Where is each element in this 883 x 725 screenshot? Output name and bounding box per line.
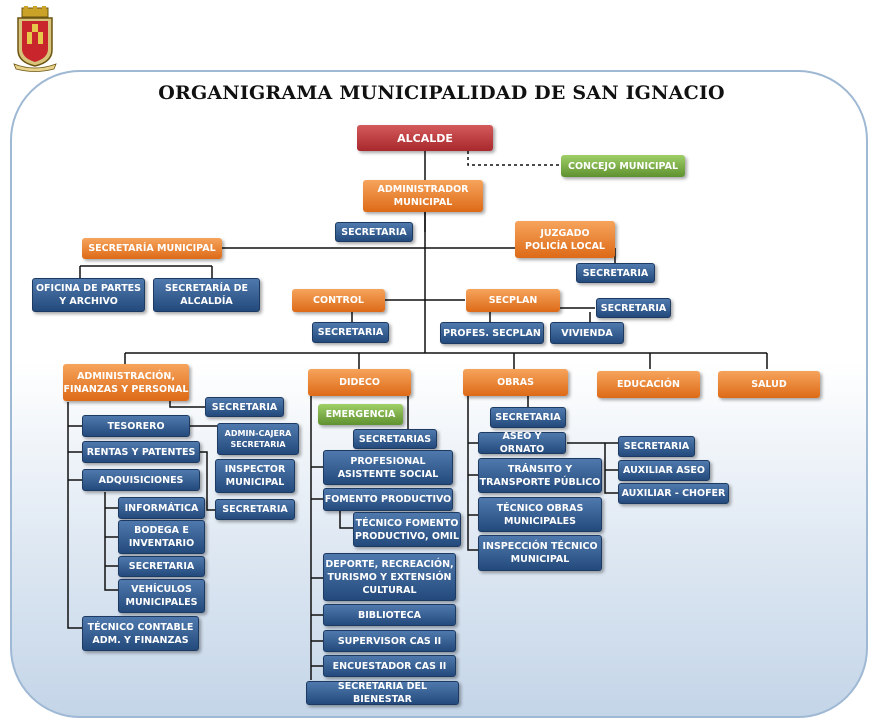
encuestador-cas-node: ENCUESTADOR CAS II (323, 655, 456, 677)
secplan-node: SECPLAN (466, 289, 560, 312)
bodega-inventario-node: BODEGA E INVENTARIO (118, 520, 205, 554)
page-title: ORGANIGRAMA MUNICIPALIDAD DE SAN IGNACIO (158, 82, 725, 104)
profes-secplan-node: PROFES. SECPLAN (440, 322, 544, 344)
auxiliar-chofer-node: AUXILIAR - CHOFER (618, 483, 729, 504)
adm-finanzas-secretaria-node: SECRETARIA (205, 397, 284, 417)
inspeccion-tecnico-node: INSPECCIÓN TÉCNICO MUNICIPAL (478, 535, 602, 571)
obras-secretaria-node: SECRETARIA (490, 407, 566, 428)
vivienda-node: VIVIENDA (550, 322, 624, 344)
adquisiciones-node: ADQUISICIONES (82, 469, 200, 491)
alcalde-node: ALCALDE (357, 125, 493, 151)
supervisor-cas-node: SUPERVISOR CAS II (323, 630, 456, 652)
tecnico-fomento-omil-node: TÉCNICO FOMENTO PRODUCTIVO, OMIL (353, 512, 461, 547)
educacion-node: EDUCACIÓN (597, 371, 700, 398)
oficina-partes-node: OFICINA DE PARTES Y ARCHIVO (32, 278, 145, 312)
inspector-secretaria-node: SECRETARIA (215, 499, 295, 520)
tesorero-node: TESORERO (82, 415, 190, 437)
profesional-asistente-social-node: PROFESIONAL ASISTENTE SOCIAL (323, 450, 453, 485)
deporte-recreacion-node: DEPORTE, RECREACIÓN, TURISMO Y EXTENSIÓN… (323, 553, 456, 601)
rentas-patentes-node: RENTAS Y PATENTES (82, 441, 200, 463)
dideco-secretarias-node: SECRETARIAS (353, 429, 437, 449)
dideco-node: DIDECO (308, 369, 411, 396)
vehiculos-municipales-node: VEHÍCULOS MUNICIPALES (118, 579, 205, 613)
concejo-municipal-node: CONCEJO MUNICIPAL (561, 155, 685, 177)
aseo-secretaria-node: SECRETARIA (618, 436, 695, 457)
admin-cajera-node: ADMIN-CAJERA SECRETARIA (217, 423, 299, 455)
obras-node: OBRAS (463, 369, 568, 396)
aseo-ornato-node: ASEO Y ORNATO (478, 431, 566, 455)
administrador-municipal-node: ADMINISTRADOR MUNICIPAL (363, 180, 483, 212)
tecnico-contable-node: TÉCNICO CONTABLE ADM. Y FINANZAS (82, 616, 199, 651)
secplan-secretaria-node: SECRETARIA (596, 298, 671, 318)
emergencia-node: EMERGENCIA (318, 404, 403, 425)
secretaria-municipal-node: SECRETARÍA MUNICIPAL (82, 238, 222, 259)
adquisiciones-secretaria-node: SECRETARIA (118, 556, 205, 577)
auxiliar-aseo-node: AUXILIAR ASEO (618, 460, 710, 481)
municipal-coat-of-arms-logo (12, 6, 58, 72)
secretaria-bienestar-node: SECRETARIA DEL BIENESTAR (306, 681, 459, 705)
administrador-secretaria-node: SECRETARIA (335, 222, 413, 242)
biblioteca-node: BIBLIOTECA (323, 604, 456, 626)
control-secretaria-node: SECRETARIA (312, 322, 389, 343)
control-node: CONTROL (292, 289, 385, 312)
transito-transporte-node: TRÁNSITO Y TRANSPORTE PÚBLICO (478, 458, 602, 493)
inspector-municipal-node: INSPECTOR MUNICIPAL (215, 459, 295, 493)
administracion-finanzas-node: ADMINISTRACIÓN, FINANZAS Y PERSONAL (63, 364, 189, 401)
tecnico-obras-node: TÉCNICO OBRAS MUNICIPALES (478, 497, 602, 532)
informatica-node: INFORMÁTICA (118, 497, 205, 519)
secretaria-alcaldia-node: SECRETARÍA DE ALCALDÍA (153, 278, 260, 312)
fomento-productivo-node: FOMENTO PRODUCTIVO (323, 488, 453, 511)
juzgado-secretaria-node: SECRETARIA (576, 263, 655, 283)
juzgado-policia-local-node: JUZGADO POLICÍA LOCAL (515, 221, 615, 258)
salud-node: SALUD (718, 371, 820, 398)
